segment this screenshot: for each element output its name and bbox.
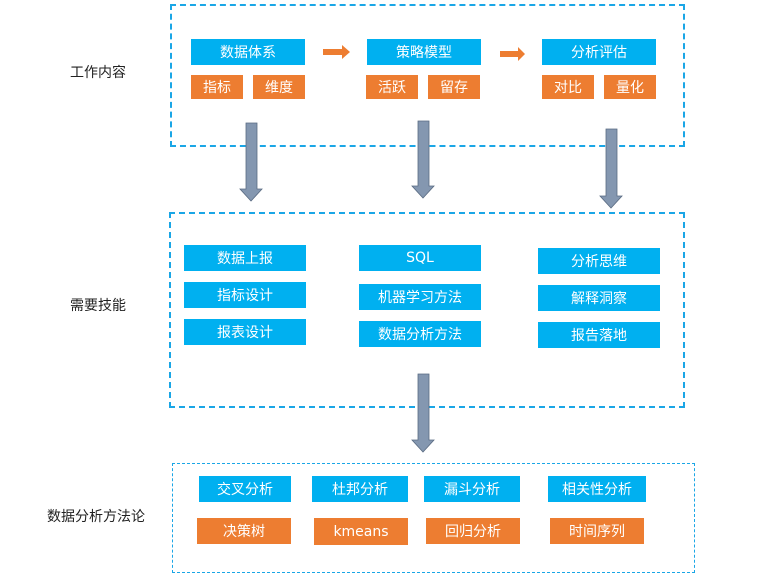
skill-box-report-design: 报表设计 — [184, 319, 306, 345]
work-box-strategy-model: 策略模型 — [367, 39, 481, 65]
methods-frame — [172, 463, 695, 573]
skill-box-report-landing: 报告落地 — [538, 322, 660, 348]
row-label-methods: 数据分析方法论 — [47, 509, 145, 525]
method-box-funnel: 漏斗分析 — [424, 476, 520, 502]
work-box-metrics: 指标 — [191, 75, 243, 99]
method-box-time-series: 时间序列 — [550, 518, 644, 544]
work-box-active: 活跃 — [366, 75, 418, 99]
method-box-cross: 交叉分析 — [199, 476, 291, 502]
skill-box-metric-design: 指标设计 — [184, 282, 306, 308]
work-box-compare: 对比 — [542, 75, 594, 99]
method-box-dupont: 杜邦分析 — [312, 476, 408, 502]
work-box-analysis-eval: 分析评估 — [542, 39, 656, 65]
method-box-decision-tree: 决策树 — [197, 518, 291, 544]
work-box-retention: 留存 — [428, 75, 480, 99]
row-label-skills: 需要技能 — [70, 298, 126, 314]
row-label-work: 工作内容 — [70, 65, 126, 81]
skill-box-insight: 解释洞察 — [538, 285, 660, 311]
work-box-dimensions: 维度 — [253, 75, 305, 99]
work-box-data-system: 数据体系 — [191, 39, 305, 65]
method-box-kmeans: kmeans — [314, 518, 408, 545]
arrow-down-icon — [599, 128, 623, 209]
method-box-regression: 回归分析 — [426, 518, 520, 544]
skill-box-ml-methods: 机器学习方法 — [359, 284, 481, 310]
method-box-correlation: 相关性分析 — [548, 476, 646, 502]
arrow-down-icon — [411, 120, 435, 199]
work-box-quantify: 量化 — [604, 75, 656, 99]
arrow-right-icon — [323, 45, 350, 59]
skill-box-analytic-thinking: 分析思维 — [538, 248, 660, 274]
skill-box-sql: SQL — [359, 245, 481, 271]
skill-box-data-report: 数据上报 — [184, 245, 306, 271]
arrow-down-icon — [239, 122, 263, 202]
skill-box-da-methods: 数据分析方法 — [359, 321, 481, 347]
arrow-right-icon — [500, 47, 525, 61]
arrow-down-icon — [411, 373, 435, 453]
